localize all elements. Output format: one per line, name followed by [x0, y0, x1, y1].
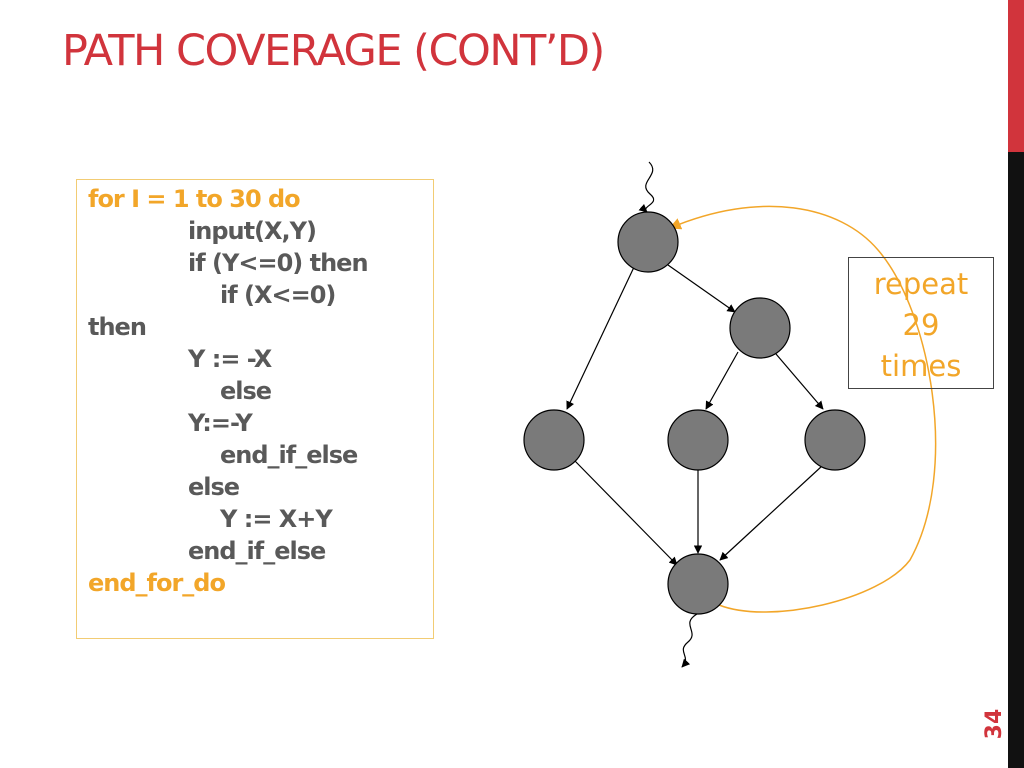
edge-right-to-far: [775, 353, 824, 410]
loop-back-edge: [668, 205, 937, 613]
slide-title: PATH COVERAGE (CONT’D): [62, 26, 605, 76]
sidebar-accent-red: [1008, 0, 1024, 152]
code-line-end-if-outer: end_if_else: [188, 537, 326, 565]
repeat-annotation-line-1: repeat: [873, 267, 969, 301]
node-then-inner: [667, 409, 729, 471]
edge-top-to-left: [566, 264, 636, 410]
edge-far-to-bottom: [719, 465, 823, 561]
code-line-assign-neg-y: Y:=-Y: [188, 409, 253, 437]
node-join: [667, 553, 729, 615]
code-line-input: input(X,Y): [188, 217, 317, 245]
sidebar-accent-black: [1008, 152, 1024, 768]
repeat-annotation-line-2: 29: [902, 308, 940, 342]
code-line-assign-neg-x: Y := -X: [188, 345, 272, 373]
repeat-annotation-box: [848, 257, 994, 389]
node-loop-decision: [617, 211, 679, 273]
edge-top-to-right: [667, 264, 736, 313]
node-else-inner: [804, 409, 866, 471]
code-line-for: for I = 1 to 30 do: [88, 185, 301, 213]
code-line-else-outer: else: [188, 473, 240, 501]
code-line-end-for: end_for_do: [88, 569, 226, 597]
code-line-assign-sum: Y := X+Y: [220, 505, 333, 533]
code-line-then: then: [88, 313, 147, 341]
code-line-if-y: if (Y<=0) then: [188, 249, 369, 277]
code-line-if-x: if (X<=0): [220, 281, 336, 309]
repeat-annotation-line-3: times: [880, 349, 962, 383]
edge-right-to-mid: [705, 351, 739, 410]
entry-arrow: [638, 161, 655, 213]
code-line-end-if-inner: end_if_else: [220, 441, 358, 469]
edge-left-to-bottom: [574, 460, 678, 566]
node-if-y: [729, 297, 791, 359]
code-line-else-inner: else: [220, 377, 272, 405]
code-box: [76, 179, 434, 639]
node-else-branch: [523, 409, 585, 471]
exit-arrow: [681, 613, 698, 668]
